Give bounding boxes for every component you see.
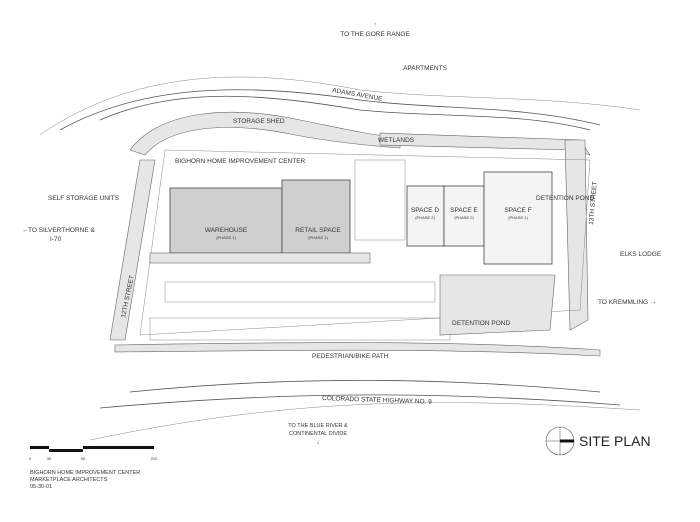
title-block-project: BIGHORN HOME IMPROVEMENT CENTER	[30, 470, 140, 476]
west-direction-label-2: I-70	[50, 236, 62, 243]
storage-shed-label: STORAGE SHED	[233, 118, 285, 125]
space-e-label: SPACE E	[450, 207, 478, 214]
sheet-title: SITE PLAN	[579, 433, 651, 449]
south-direction-label-2: CONTINENTAL DIVIDE	[289, 431, 347, 437]
space-f-label: SPACE F	[504, 207, 531, 214]
scale-tick-0: 0	[29, 456, 32, 461]
elks-lodge-label: ELKS LODGE	[620, 251, 662, 258]
space-d-label: SPACE D	[411, 207, 439, 214]
scale-tick-210: 210	[151, 456, 158, 461]
title-block: BIGHORN HOME IMPROVEMENT CENTER MARKETPL…	[30, 470, 140, 490]
wetlands-label: WETLANDS	[378, 137, 415, 144]
apartments-label: APARTMENTS	[403, 65, 447, 72]
scale-tick-90: 90	[81, 456, 86, 461]
bike-path	[114, 342, 601, 357]
retail-space-building	[281, 179, 351, 254]
parking-rows	[149, 159, 556, 341]
space-f-phase: (PHASE 1)	[508, 215, 528, 220]
highway-label: COLORADO STATE HIGHWAY NO. 9	[322, 395, 432, 406]
detention-pond-label-1: DETENTION POND	[536, 195, 594, 202]
west-arrow-icon: ←	[22, 227, 29, 234]
north-direction-label: TO THE GORE RANGE	[340, 31, 410, 38]
detention-pond-label-2: DETENTION POND	[452, 320, 510, 327]
highway-9	[129, 379, 601, 393]
bike-path-label: PEDESTRIAN/BIKE PATH	[312, 353, 389, 360]
space-e-building	[443, 185, 485, 247]
west-direction-label-1: TO SILVERTHORNE &	[28, 227, 95, 234]
13th-street-label: 13TH STREET	[588, 181, 599, 225]
south-arrow-icon: ↓	[316, 439, 319, 446]
retail-phase: (PHASE 1)	[308, 235, 328, 240]
title-block-date: 05-30-01	[30, 484, 52, 490]
center-title-label: BIGHORN HOME IMPROVEMENT CENTER	[175, 158, 306, 165]
space-f-building	[483, 171, 553, 265]
13th-street	[564, 139, 589, 331]
space-e-phase: (PHASE 2)	[454, 215, 474, 220]
east-arrow-icon: →	[650, 299, 657, 306]
space-d-building	[406, 185, 445, 247]
warehouse-phase: (PHASE 1)	[216, 235, 236, 240]
retail-label: RETAIL SPACE	[295, 227, 341, 234]
warehouse-label: WAREHOUSE	[205, 227, 248, 234]
12th-street	[109, 159, 156, 341]
warehouse-building	[169, 187, 283, 254]
scale-bar: 0 30 90 210	[29, 446, 158, 461]
north-compass-icon	[545, 426, 575, 456]
north-arrow-icon: ↑	[373, 21, 376, 28]
space-d-phase: (PHASE 2)	[415, 215, 435, 220]
adams-avenue-road	[59, 89, 601, 131]
scale-tick-30: 30	[47, 456, 52, 461]
east-direction-label: TO KREMMLING	[598, 299, 648, 306]
south-direction-label-1: TO THE BLUE RIVER &	[288, 423, 348, 429]
title-block-architect: MARKETPLACE ARCHITECTS	[30, 477, 108, 483]
self-storage-label: SELF STORAGE UNITS	[48, 195, 120, 202]
